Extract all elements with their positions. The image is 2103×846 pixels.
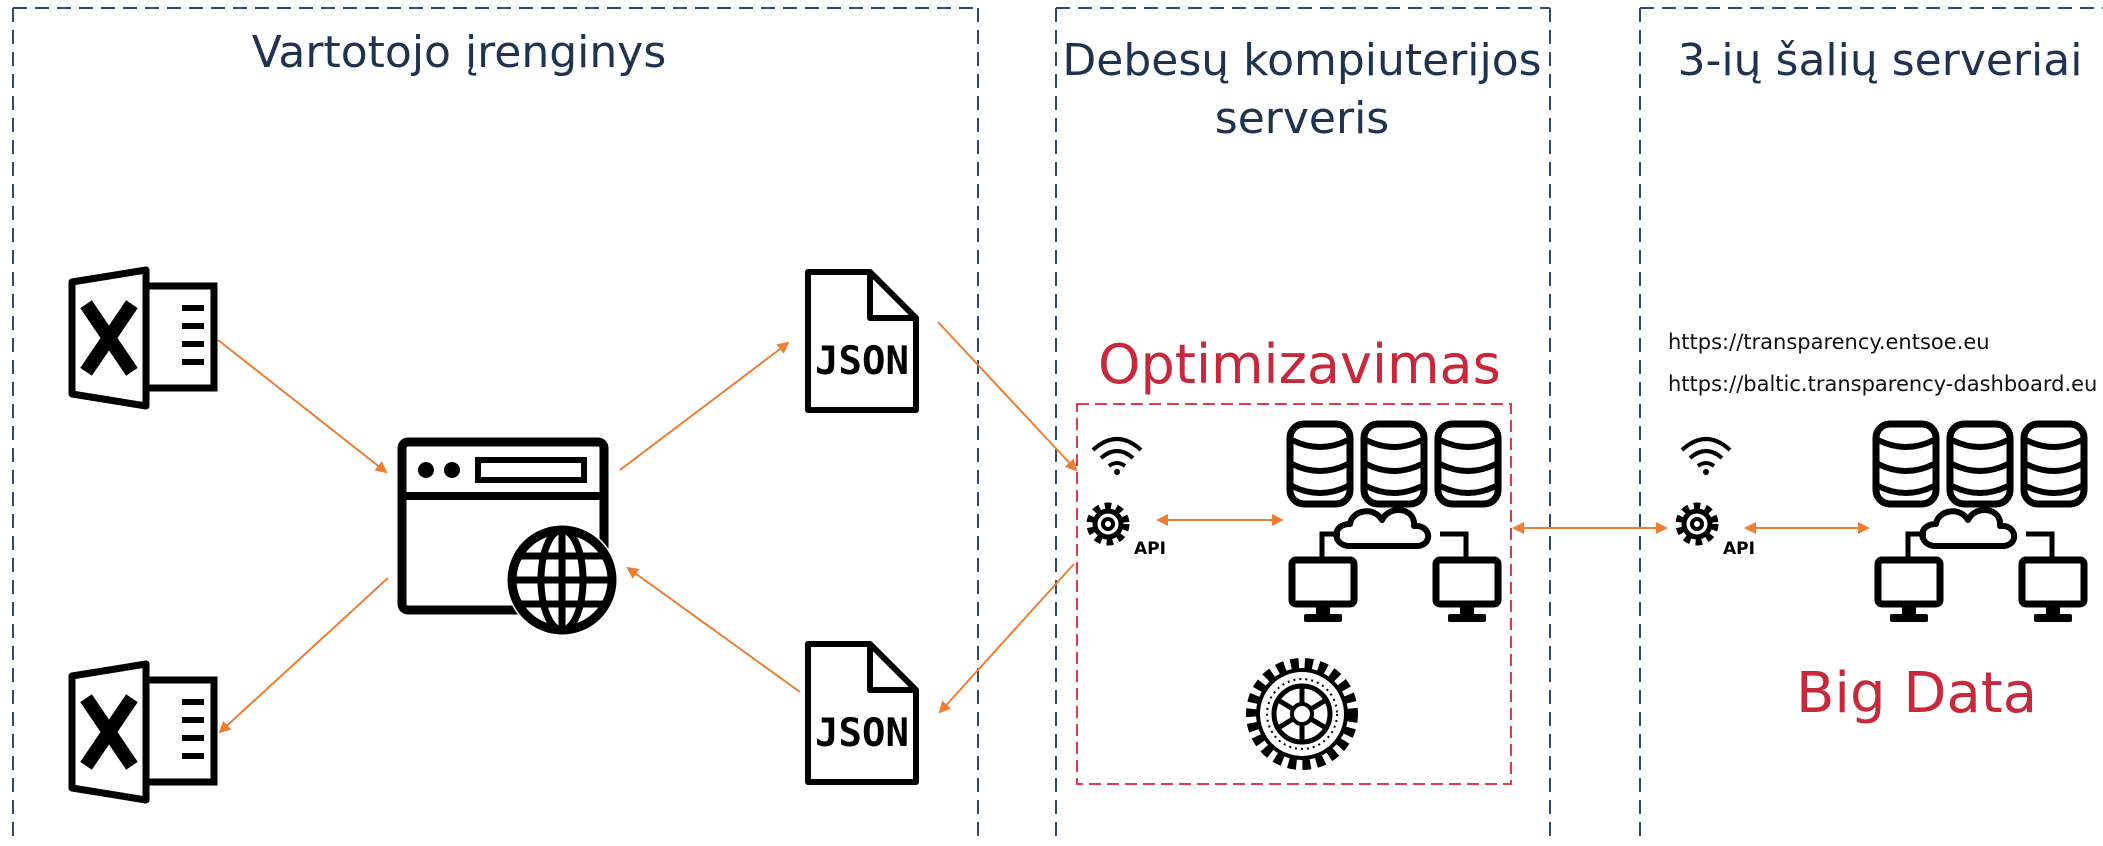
big-data-label: Big Data <box>1796 661 2038 726</box>
json-bottom-label: JSON <box>815 711 909 756</box>
zone-title-cloud-server: Debesų kompiuterijos serveris <box>1062 35 1542 144</box>
arrow-webapp-to-excel <box>218 577 389 734</box>
zone-title-third-party: 3-ių šalių serveriai <box>1677 35 2083 86</box>
arrow-api-to-json <box>938 563 1075 714</box>
zone-border-cloud-server <box>1055 7 1551 842</box>
web-app-icon <box>397 437 618 636</box>
excel-output-icon <box>72 664 214 800</box>
optimization-label: Optimizavimas <box>1098 333 1501 396</box>
arrow-json-to-webapp <box>626 566 801 693</box>
wifi-icon-cloud <box>1091 437 1143 477</box>
url-baltic: https://baltic.transparency-dashboard.eu <box>1668 372 2098 396</box>
excel-input-icon <box>72 270 214 406</box>
optimization-engine-gear-icon <box>1246 658 1358 770</box>
api-gear-icon-cloud <box>1091 507 1125 541</box>
zone-border-user-device <box>12 7 979 842</box>
api-label-cloud: API <box>1134 539 1166 559</box>
data-flow-arrows <box>217 321 1870 734</box>
wifi-icon-third-party <box>1680 437 1732 477</box>
api-label-third-party: API <box>1723 539 1755 559</box>
zone-border-third-party <box>1639 7 2103 842</box>
cloud-server-cluster-icon <box>1290 424 1498 622</box>
third-party-server-cluster-icon <box>1876 424 2084 622</box>
arrow-webapp-to-json <box>619 341 790 471</box>
url-entsoe: https://transparency.entsoe.eu <box>1668 330 1990 354</box>
zone-title-user-device: Vartotojo įrenginys <box>251 27 667 78</box>
api-gear-icon-third-party <box>1680 507 1714 541</box>
arrow-excel-to-webapp <box>217 339 388 474</box>
json-top-label: JSON <box>815 339 909 384</box>
globe-icon <box>506 524 618 636</box>
arrow-json-to-api <box>937 321 1078 472</box>
optimization-box <box>1076 403 1512 785</box>
